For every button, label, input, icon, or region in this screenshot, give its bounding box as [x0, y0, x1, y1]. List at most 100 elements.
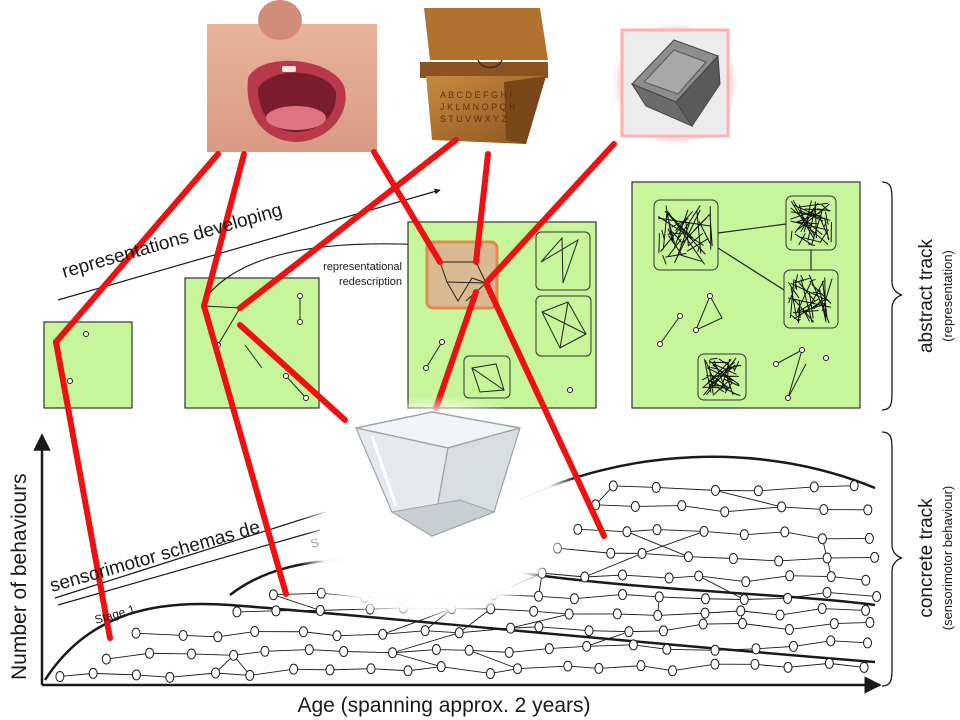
network-edge [586, 642, 634, 648]
network-edge [293, 667, 331, 673]
network-edge [657, 529, 705, 534]
network-node [88, 667, 98, 679]
network-node [683, 551, 693, 563]
network-node [751, 643, 761, 655]
network-edge [784, 531, 823, 541]
network-edge [681, 505, 726, 514]
subgroup-box [463, 355, 511, 399]
network-edge [264, 647, 310, 652]
svg-text:A B C D E F G H I: A B C D E F G H I [440, 90, 512, 100]
network-node [774, 555, 784, 567]
node [83, 331, 89, 337]
network-edge [715, 646, 757, 652]
network-edge [584, 573, 623, 578]
network-edge [635, 503, 683, 508]
network-node [529, 605, 539, 617]
network-edge [567, 665, 600, 671]
network-node [436, 661, 446, 673]
redescription-arrow [203, 241, 426, 301]
network-edge [688, 556, 734, 561]
sensorimotor-label: sensorimotor schemas de [48, 517, 263, 597]
network-edge [787, 661, 830, 668]
network-node [822, 552, 832, 564]
network-edge [831, 576, 867, 583]
network-node [131, 669, 141, 681]
network-edge [740, 610, 781, 617]
network-edge [407, 664, 442, 672]
network-edge [510, 612, 570, 629]
network-edge [135, 632, 184, 638]
network-edge [136, 674, 171, 680]
network-edge [626, 531, 689, 558]
network-edge [217, 629, 256, 638]
network-edge [659, 596, 706, 601]
network-node [131, 627, 141, 639]
network-node [637, 547, 647, 559]
network-edge [458, 608, 492, 634]
network-node [652, 524, 662, 536]
network-node [101, 653, 111, 665]
network-edge [343, 650, 393, 655]
network-edge [549, 644, 588, 650]
network-edge [827, 555, 876, 560]
network-node [504, 646, 514, 658]
network-node [584, 625, 594, 637]
network-edge [830, 640, 868, 645]
network-node [864, 532, 874, 544]
network-edge [704, 530, 745, 537]
network-node [728, 552, 738, 564]
network-edge [436, 647, 470, 653]
network-edge [781, 506, 825, 512]
network-node [618, 588, 628, 600]
baby-mouth-image [207, 0, 377, 152]
network-edge [93, 672, 137, 678]
network-edge [656, 486, 716, 493]
network-node [699, 525, 709, 537]
network-node [700, 593, 710, 605]
network-node [826, 571, 836, 583]
network-edge [490, 667, 518, 674]
network-edge [633, 644, 668, 651]
network-edge [834, 620, 871, 625]
svg-text:S T U V W X Y Z: S T U V W X Y Z [440, 114, 507, 124]
network-edge [789, 574, 832, 579]
network-node [298, 626, 308, 638]
network-node [232, 606, 242, 618]
network-node [698, 618, 708, 630]
representations-label: representations developing [60, 200, 285, 283]
network-node [819, 504, 829, 516]
scribble-lines [657, 205, 713, 265]
network-edge [617, 613, 659, 618]
network-edge [392, 647, 437, 654]
network-edge [191, 652, 235, 658]
network-edge [626, 527, 658, 533]
network-node [784, 624, 794, 636]
network-node [859, 661, 869, 673]
network-node [582, 640, 592, 652]
network-edge [622, 594, 660, 599]
network-node [710, 484, 720, 496]
network-edge [533, 610, 570, 616]
network-node [720, 506, 730, 518]
network-node [325, 664, 335, 676]
network-edge [309, 649, 345, 654]
network-node [544, 643, 554, 655]
abstract-box-image [612, 22, 738, 146]
network-node [822, 586, 832, 598]
redescription-label-1: representational [323, 261, 402, 273]
network-edge [657, 611, 706, 616]
network-edge [622, 574, 670, 581]
network-edge [613, 485, 657, 490]
network-node [624, 626, 634, 638]
network-node [651, 481, 661, 493]
network-node [777, 501, 787, 513]
network-node [534, 590, 544, 602]
network-node [165, 671, 175, 683]
network-edge [510, 624, 540, 630]
network-node [454, 627, 464, 639]
node [297, 319, 303, 325]
network-node [213, 631, 223, 643]
network-edge [329, 666, 372, 672]
network-node [315, 604, 325, 616]
abstract-track-sublabel: (representation) [940, 250, 955, 342]
